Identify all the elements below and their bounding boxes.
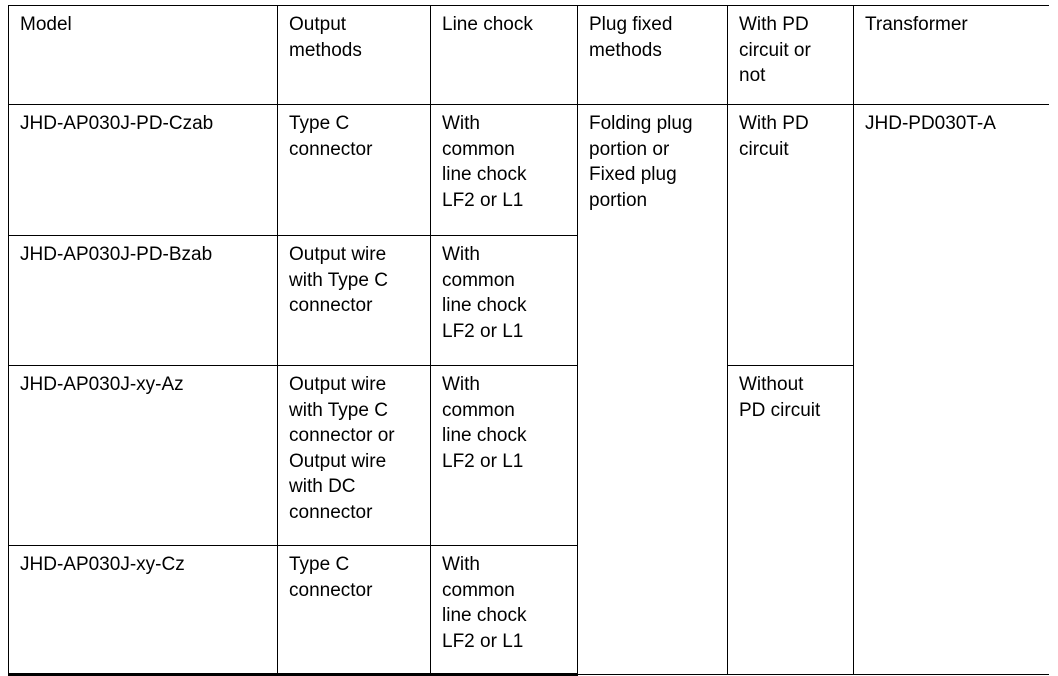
cell-line-chock-value: With common line chock LF2 or L1: [442, 113, 527, 211]
cell-model-value: JHD-AP030J-PD-Bzab: [20, 244, 213, 265]
cell-transformer-value: JHD-PD030T-A: [865, 113, 996, 134]
cell-output-methods-value: Type C connector: [289, 113, 373, 160]
cell-transformer-merged: JHD-PD030T-A: [853, 104, 1049, 675]
cell-pd-circuit-value-top: With PD circuit: [739, 113, 809, 160]
table-row: JHD-AP030J-PD-Bzab Output wire with Type…: [8, 235, 1049, 366]
cell-line-chock-value: With common line chock LF2 or L1: [442, 554, 527, 652]
cell-line-chock: With common line chock LF2 or L1: [430, 104, 578, 236]
table-header-row: Model Output methods Line chock Plug fix…: [8, 5, 1049, 105]
cell-model: JHD-AP030J-PD-Bzab: [8, 235, 278, 366]
cell-line-chock: With common line chock LF2 or L1: [430, 365, 578, 546]
model-specification-table: Model Output methods Line chock Plug fix…: [8, 5, 1049, 676]
cell-model-value: JHD-AP030J-PD-Czab: [20, 113, 214, 134]
cell-plug-fixed-methods-value: Folding plug portion or Fixed plug porti…: [589, 113, 693, 211]
cell-model: JHD-AP030J-PD-Czab: [8, 104, 278, 236]
column-header-with-pd-circuit-or-not: With PD circuit or not: [727, 5, 854, 105]
cell-pd-circuit-merged-top: With PD circuit: [727, 104, 854, 366]
cell-line-chock: With common line chock LF2 or L1: [430, 235, 578, 366]
column-header-model: Model: [8, 5, 278, 105]
column-header-line-chock-label: Line chock: [442, 14, 533, 35]
cell-line-chock-value: With common line chock LF2 or L1: [442, 374, 527, 472]
column-header-transformer-label: Transformer: [865, 14, 968, 35]
column-header-output-methods-label: Output methods: [289, 14, 362, 61]
cell-output-methods-value: Output wire with Type C connector: [289, 244, 388, 316]
column-header-plug-fixed-methods: Plug fixed methods: [577, 5, 728, 105]
column-header-plug-fixed-methods-label: Plug fixed methods: [589, 14, 673, 61]
column-header-transformer: Transformer: [853, 5, 1049, 105]
cell-model: JHD-AP030J-xy-Az: [8, 365, 278, 546]
cell-line-chock: With common line chock LF2 or L1: [430, 545, 578, 676]
cell-output-methods: Type C connector: [277, 104, 431, 236]
table-row: JHD-AP030J-xy-Az Output wire with Type C…: [8, 365, 1049, 675]
column-header-with-pd-circuit-or-not-label: With PD circuit or not: [739, 14, 811, 86]
page-root: Model Output methods Line chock Plug fix…: [8, 5, 1049, 676]
cell-output-methods: Type C connector: [277, 545, 431, 676]
column-header-line-chock: Line chock: [430, 5, 578, 105]
column-header-model-label: Model: [20, 14, 72, 35]
cell-output-methods-value: Type C connector: [289, 554, 373, 601]
cell-output-methods-value: Output wire with Type C connector or Out…: [289, 374, 395, 523]
column-header-output-methods: Output methods: [277, 5, 431, 105]
cell-model-value: JHD-AP030J-xy-Cz: [20, 554, 185, 575]
cell-pd-circuit-value-bottom: Without PD circuit: [739, 374, 821, 421]
table-row: JHD-AP030J-PD-Czab Type C connector With…: [8, 104, 1049, 675]
cell-plug-fixed-methods-merged: Folding plug portion or Fixed plug porti…: [577, 104, 728, 675]
cell-output-methods: Output wire with Type C connector: [277, 235, 431, 366]
cell-model-value: JHD-AP030J-xy-Az: [20, 374, 184, 395]
cell-model: JHD-AP030J-xy-Cz: [8, 545, 278, 676]
cell-line-chock-value: With common line chock LF2 or L1: [442, 244, 527, 342]
cell-output-methods: Output wire with Type C connector or Out…: [277, 365, 431, 546]
cell-pd-circuit-merged-bottom: Without PD circuit: [727, 365, 854, 675]
